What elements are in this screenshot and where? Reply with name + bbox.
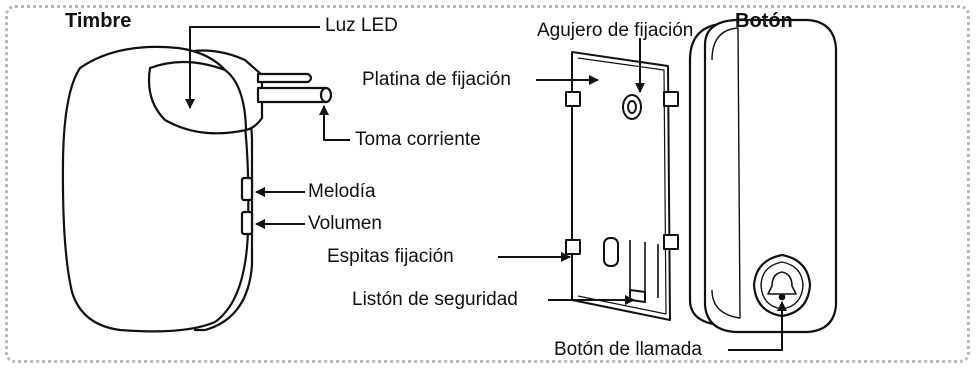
- plate-slot: [603, 237, 619, 267]
- label-mount-hole: Agujero de fijación: [537, 20, 694, 41]
- chime-title: Timbre: [65, 10, 132, 32]
- bell-icon: [767, 271, 797, 301]
- melody-side-button: [240, 176, 254, 202]
- plate-clip-top-right: [663, 91, 679, 107]
- label-melody: Melodía: [308, 181, 376, 202]
- label-mount-pins: Espitas fijación: [327, 246, 454, 267]
- leader-call-button: [728, 301, 787, 351]
- label-mount-plate: Platina de fijación: [362, 69, 511, 90]
- plate-outline: [571, 51, 671, 321]
- leader-plug: [319, 105, 350, 141]
- label-call-button: Botón de llamada: [554, 339, 702, 360]
- plug-prong-bottom: [256, 86, 332, 104]
- label-led: Luz LED: [325, 15, 398, 36]
- label-safety-strip: Listón de seguridad: [352, 289, 518, 310]
- led-lens: [147, 60, 248, 135]
- button-front-face: [703, 18, 838, 334]
- plate-clip-top-left: [565, 91, 581, 107]
- volume-side-button: [240, 210, 254, 236]
- push-button-device: [688, 18, 838, 334]
- label-volume: Volumen: [308, 213, 382, 234]
- plate-clip-bottom-right: [663, 234, 679, 250]
- plug-prong-top: [256, 72, 313, 84]
- chime-device: [61, 45, 333, 333]
- plug-prong-tip: [319, 86, 333, 104]
- dotted-frame: [5, 5, 970, 363]
- leader-led: [185, 26, 320, 109]
- label-plug: Toma corriente: [355, 129, 481, 150]
- leader-lines: [185, 26, 787, 351]
- mounting-plate: [565, 51, 679, 321]
- plate-clip-bottom-left: [565, 239, 581, 255]
- button-title: Botón: [735, 10, 793, 32]
